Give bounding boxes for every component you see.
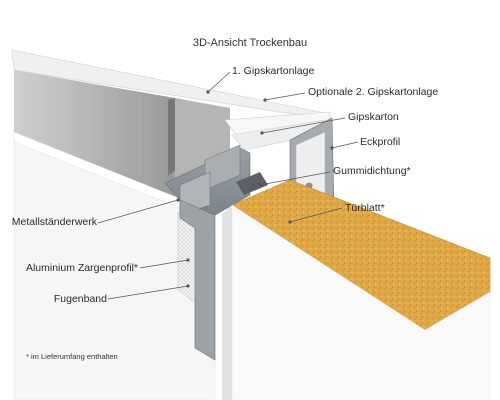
door-edge	[222, 205, 232, 400]
leader-gipskarton	[261, 117, 346, 134]
diagram-title: 3D-Ansicht Trockenbau	[192, 37, 308, 49]
leader-lines	[97, 71, 359, 300]
leader-dots	[176, 90, 334, 288]
leader-eckprofil	[331, 141, 359, 149]
label-gipskarton1: 1. Gipskartonlage	[232, 65, 315, 77]
label-zargenprofil: Aluminium Zargenprofil*	[25, 262, 138, 274]
leader-metallstaenderwerk	[97, 199, 179, 224]
label-gummidichtung: Gummidichtung*	[333, 165, 411, 177]
label-fugenband: Fugenband	[53, 293, 107, 305]
leader-gummidichtung	[259, 171, 331, 186]
wall-back-face	[14, 70, 175, 200]
label-eckprofil: Eckprofil	[360, 136, 401, 148]
wall-cavity-dark	[168, 98, 176, 176]
leader-fugenband	[107, 285, 189, 300]
label-gipskarton: Gipskarton	[348, 111, 399, 123]
label-metallstaenderwerk: Metallständerwerk	[11, 216, 97, 228]
label-tuerblatt: Türblatt*	[345, 202, 385, 214]
zargen-profile	[179, 199, 216, 361]
leader-gipskarton1	[207, 71, 231, 93]
gummidichtung	[236, 172, 268, 195]
footnote: * im Lieferumfang enthalten	[26, 352, 118, 361]
label-gipskarton2: Optionale 2. Gipskartonlage	[308, 86, 439, 98]
leader-tuerblatt	[289, 207, 343, 223]
leader-zargenprofil	[139, 259, 189, 269]
leader-gipskarton2	[264, 92, 306, 101]
